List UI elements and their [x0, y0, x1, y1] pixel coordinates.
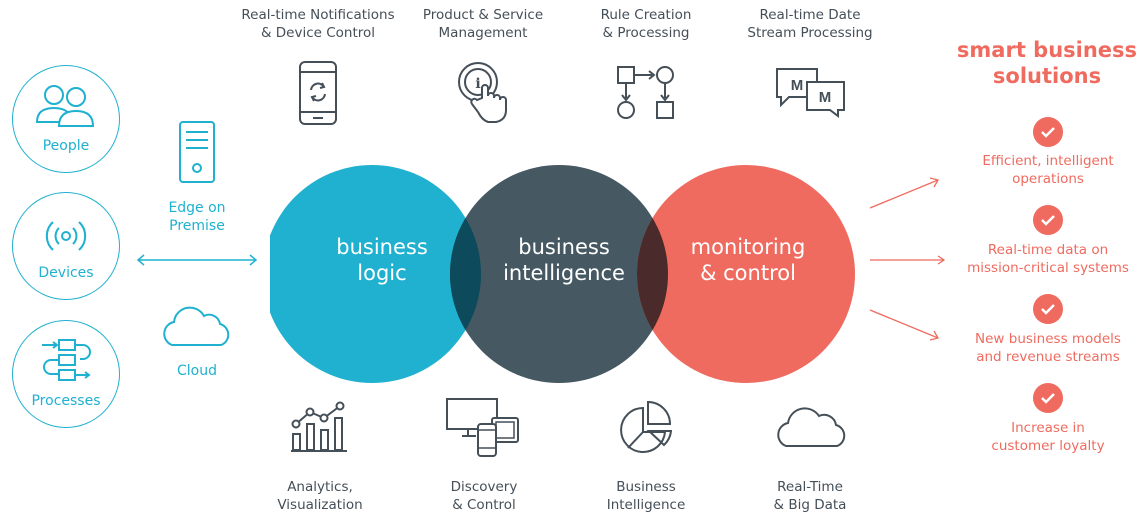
check-icon	[1033, 383, 1063, 413]
devices-label: Devices	[38, 265, 94, 281]
caption-big-data: Real-Time & Big Data	[773, 479, 847, 513]
signal-icon	[45, 221, 87, 251]
svg-text:M: M	[791, 77, 804, 94]
svg-text:i: i	[475, 76, 480, 92]
svg-text:M: M	[819, 89, 832, 106]
logic-circle	[270, 165, 481, 383]
server-icon	[179, 121, 215, 183]
venn-intelligence-label: business intelligence	[503, 235, 625, 285]
flowchart-icon	[617, 66, 674, 119]
solution-item: Increase in customer loyalty	[991, 420, 1105, 454]
pie-chart-icon	[620, 400, 673, 453]
cloud-left-icon	[163, 306, 230, 346]
caption-discovery: Discovery & Control	[450, 479, 518, 513]
chat-bubbles-icon: M M	[776, 68, 845, 118]
caption-analytics: Analytics, Visualization	[277, 479, 363, 513]
cloud-label: Cloud	[177, 363, 217, 379]
people-icon	[35, 85, 95, 127]
processes-circle: Processes	[12, 320, 120, 428]
venn-logic-label: business logic	[336, 235, 428, 285]
caption-product-management: Product & Service Management	[422, 7, 544, 41]
solution-item: New business models and revenue streams	[975, 331, 1121, 365]
devices-icon	[446, 398, 519, 457]
caption-stream-processing: Real-time Date Stream Processing	[747, 7, 873, 41]
phone-sync-icon	[299, 61, 337, 125]
solutions-title: smart business solutions	[956, 38, 1137, 88]
analytics-icon	[291, 401, 347, 452]
cloud-icon	[777, 407, 846, 447]
check-icon	[1033, 205, 1063, 235]
venn-diagram	[270, 165, 855, 383]
check-icon	[1033, 294, 1063, 324]
devices-circle: Devices	[12, 192, 120, 300]
solution-item: Efficient, intelligent operations	[982, 153, 1114, 187]
process-flow-icon	[42, 339, 91, 381]
people-circle: People	[12, 65, 120, 173]
people-label: People	[42, 138, 90, 154]
touch-info-icon: i	[458, 62, 507, 123]
check-icon	[1033, 117, 1063, 147]
edge-label: Edge on Premise	[168, 200, 226, 234]
intelligence-circle	[450, 165, 668, 383]
caption-notifications: Real-time Notifications & Device Control	[241, 7, 395, 41]
double-arrow-icon	[136, 254, 258, 266]
output-arrows	[869, 177, 946, 341]
monitoring-circle	[637, 165, 855, 383]
caption-rule-creation: Rule Creation & Processing	[600, 7, 692, 41]
processes-label: Processes	[31, 393, 101, 409]
venn-monitoring-label: monitoring & control	[690, 235, 806, 285]
caption-business-intelligence: Business Intelligence	[606, 479, 686, 513]
solution-item: Real-time data on mission-critical syste…	[967, 242, 1129, 276]
